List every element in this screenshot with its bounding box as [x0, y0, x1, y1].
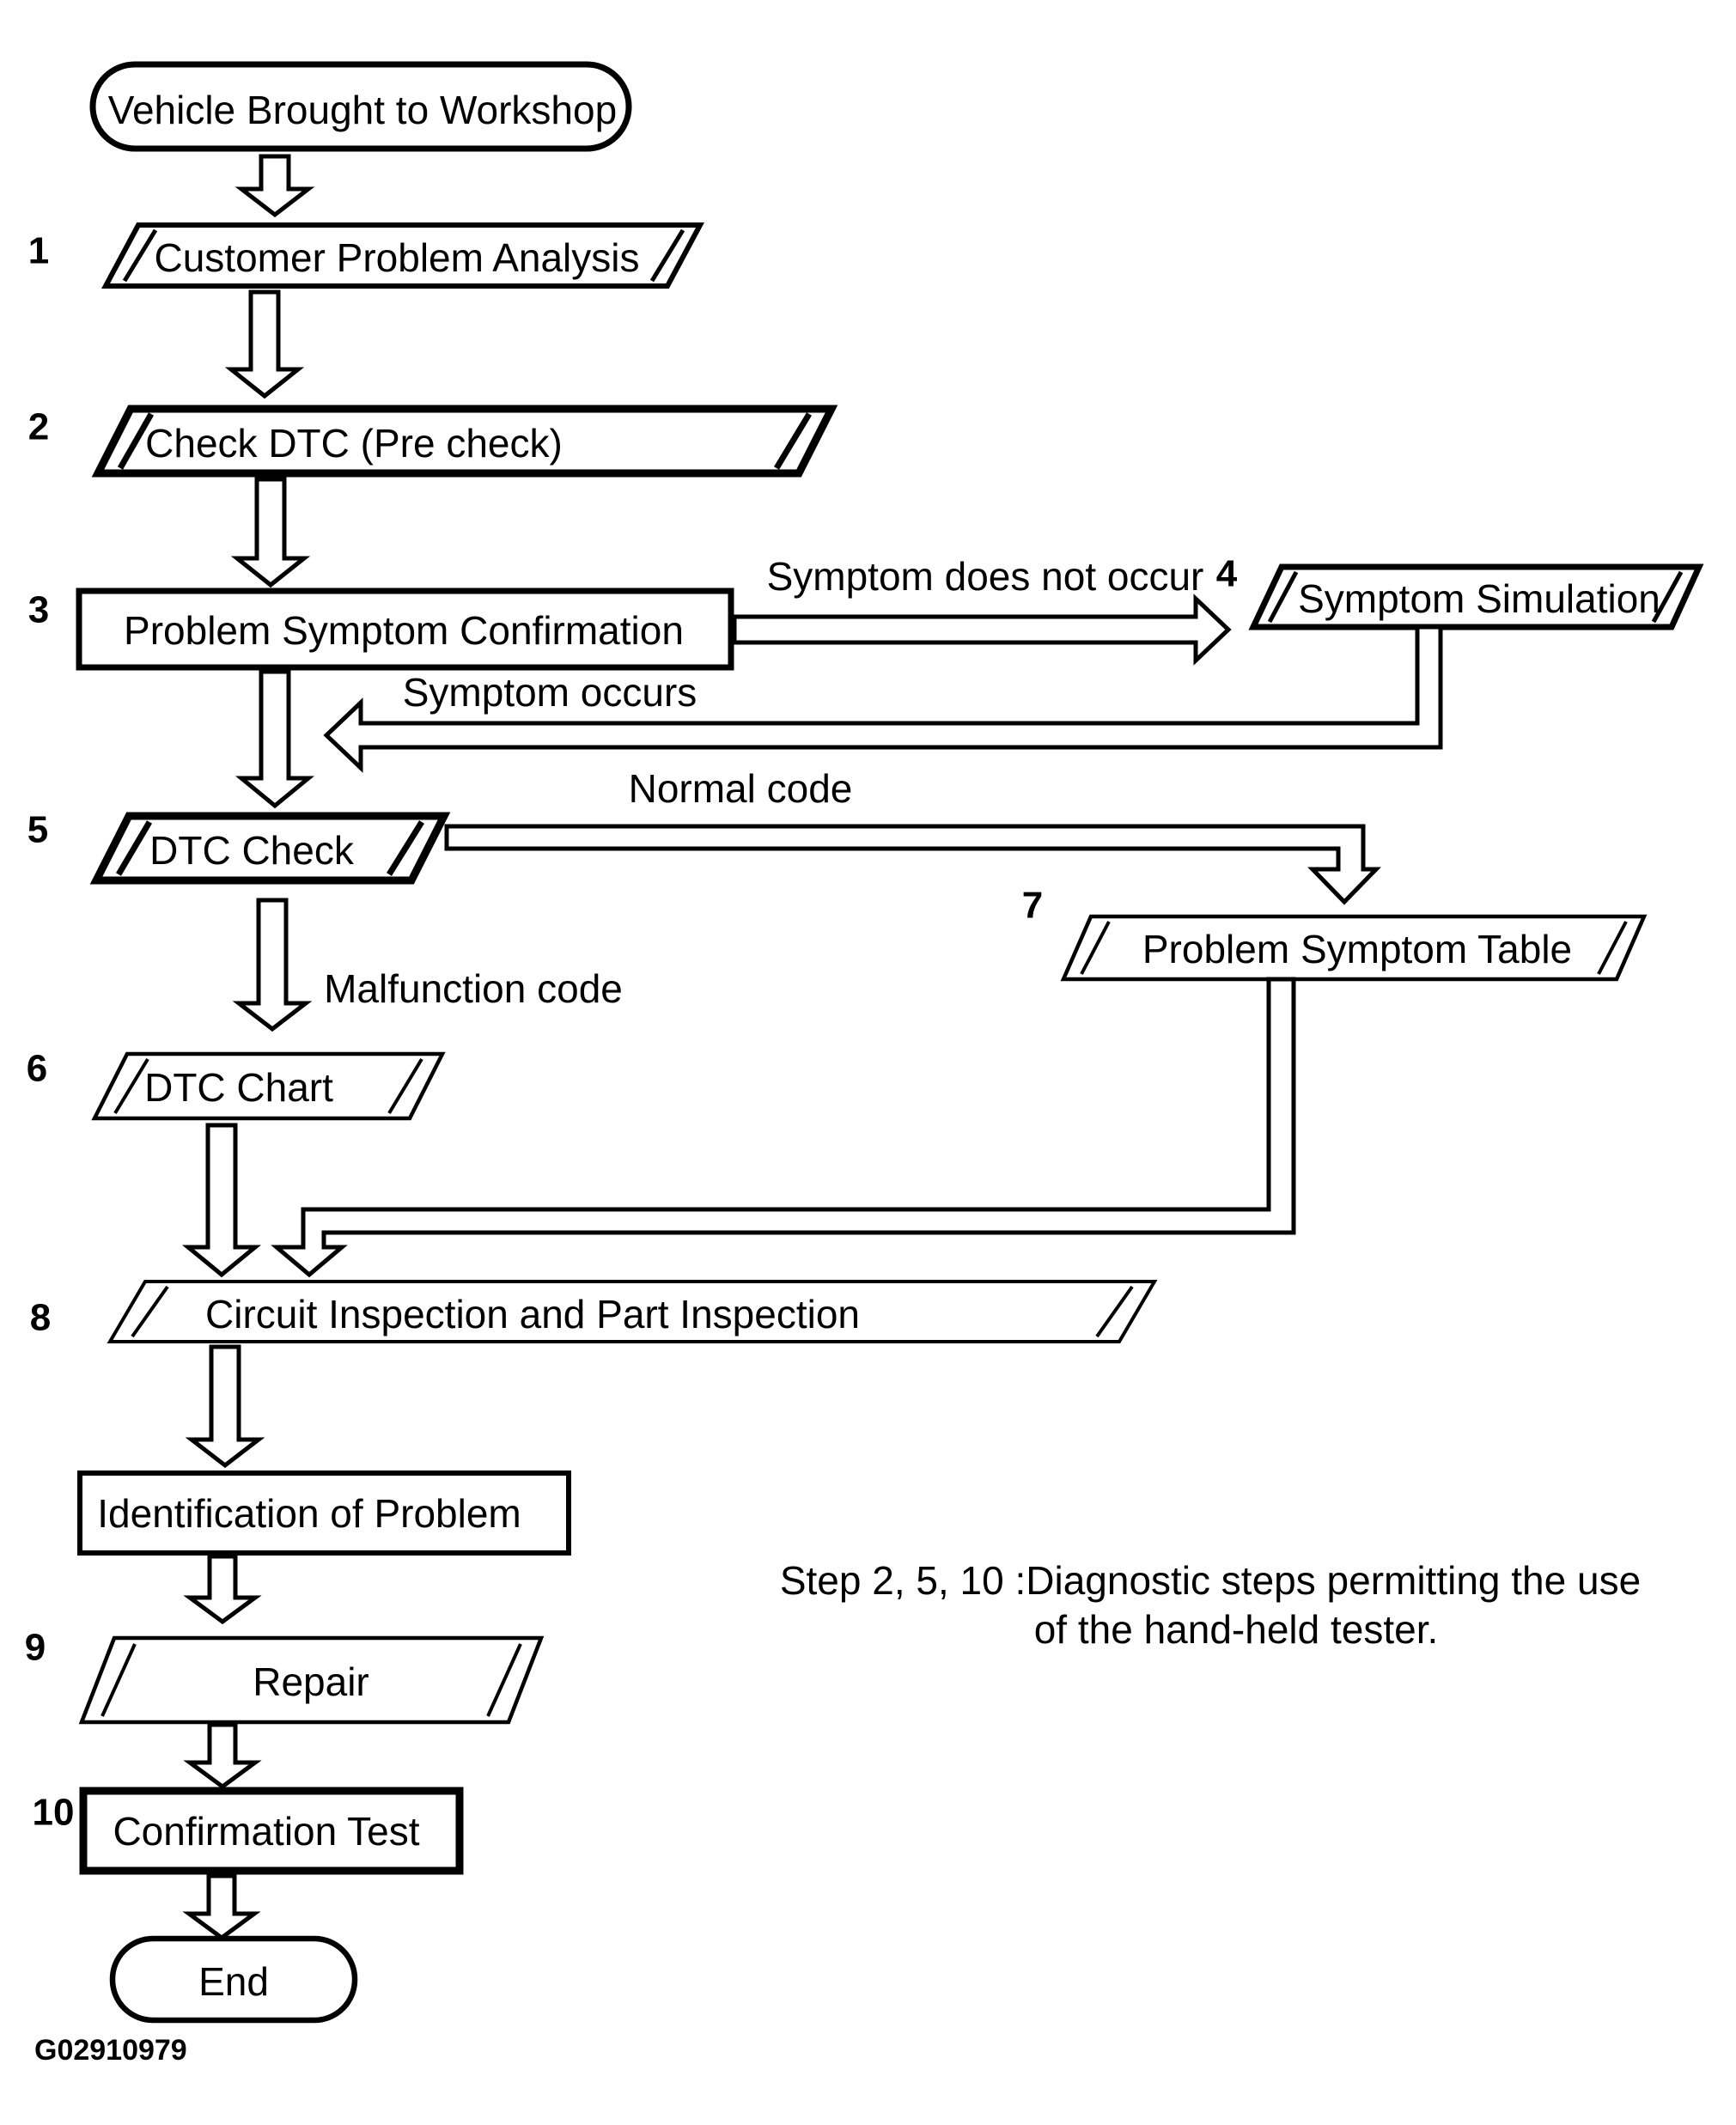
- arrow-step7-to-step8: [271, 977, 1296, 1278]
- step5-label: DTC Check: [149, 828, 355, 873]
- node-step2: 2 Check DTC (Pre check): [28, 405, 838, 478]
- node-step5: 5 DTC Check: [27, 809, 451, 885]
- step7-label: Problem Symptom Table: [1142, 927, 1572, 971]
- step1-parallelogram: [101, 222, 705, 289]
- end-label: End: [198, 1959, 269, 2004]
- step1-label: Customer Problem Analysis: [155, 235, 640, 280]
- node-step10: 10 Confirmation Test: [33, 1787, 464, 1875]
- node-step9: 9 Repair: [25, 1627, 545, 1725]
- step5-number: 5: [27, 809, 48, 851]
- arrow-step2-to-step3: [230, 477, 311, 588]
- edge-label-symptom-occurs: Symptom occurs: [403, 670, 697, 715]
- step5-parallelogram: [89, 812, 451, 885]
- arrow-step9-to-step10: [183, 1722, 262, 1790]
- arrow-step10-to-end: [182, 1873, 261, 1941]
- edge-label-malfunction-code: Malfunction code: [324, 966, 623, 1011]
- node-step4: 4 Symptom Simulation: [1216, 553, 1704, 630]
- step9-inner-slash-left: [101, 1643, 137, 1717]
- step7-inner-slash-right: [1597, 921, 1628, 975]
- step9-label: Repair: [253, 1659, 369, 1704]
- step6-parallelogram: [91, 1051, 446, 1121]
- node-step8: 8 Circuit Inspection and Part Inspection: [30, 1280, 1158, 1343]
- step8-parallelogram: [107, 1280, 1158, 1343]
- step4-number: 4: [1216, 553, 1238, 595]
- step7-inner-slash-left: [1080, 921, 1111, 975]
- step8-inner-slash-left: [131, 1285, 169, 1338]
- step10-rectangle: [79, 1787, 464, 1875]
- step5-inner-slash-right: [387, 820, 424, 876]
- node-identification: Identification of Problem: [77, 1470, 571, 1556]
- step7-number: 7: [1022, 885, 1043, 927]
- step1-inner-slash-left: [122, 228, 158, 283]
- arrow-step5-to-step6: [232, 898, 313, 1032]
- arrow-identification-to-step9: [183, 1554, 262, 1625]
- step3-number: 3: [28, 589, 49, 631]
- note-line2: of the hand-held tester.: [1034, 1607, 1439, 1652]
- node-start: Vehicle Brought to Workshop: [89, 61, 632, 152]
- arrow-step6-to-step8: [182, 1123, 261, 1278]
- arrow-step1-to-step2: [224, 289, 305, 399]
- edge-label-normal-code: Normal code: [629, 766, 853, 811]
- node-step6: 6 DTC Chart: [27, 1048, 446, 1121]
- start-label: Vehicle Brought to Workshop: [108, 88, 617, 132]
- edge-label-symptom-does-not-occur: Symptom does not occur: [767, 554, 1204, 599]
- step8-number: 8: [30, 1297, 51, 1339]
- step6-label: DTC Chart: [144, 1065, 333, 1110]
- node-step7: 7 Problem Symptom Table: [1022, 885, 1648, 982]
- step6-inner-slash-right: [387, 1057, 423, 1115]
- node-step1: 1 Customer Problem Analysis: [28, 222, 705, 289]
- step2-inner-slash-right: [774, 412, 812, 470]
- arrow-step8-to-identification: [185, 1344, 265, 1469]
- identification-rectangle: [77, 1470, 571, 1556]
- step2-parallelogram: [91, 405, 838, 478]
- arrow-step5-to-step7-normal-code: [444, 824, 1381, 905]
- node-end: End: [109, 1935, 358, 2024]
- arrow-step3-to-step5: [235, 669, 314, 809]
- step5-inner-slash-left: [115, 820, 153, 876]
- identification-label: Identification of Problem: [97, 1491, 521, 1536]
- node-step3: 3 Problem Symptom Confirmation: [28, 588, 734, 671]
- step4-inner-slash-left: [1267, 570, 1299, 624]
- step4-inner-slash-right: [1651, 570, 1684, 624]
- arrow-step3-to-step4: [732, 594, 1232, 666]
- step3-rectangle: [76, 588, 734, 671]
- arrow-step4-return-symptom-occurs: [323, 624, 1443, 773]
- step10-number: 10: [33, 1792, 75, 1834]
- start-oval: [89, 61, 632, 152]
- step2-label: Check DTC (Pre check): [145, 421, 563, 466]
- arrow-start-to-step1: [235, 154, 315, 218]
- step4-label: Symptom Simulation: [1298, 576, 1660, 621]
- step8-label: Circuit Inspection and Part Inspection: [205, 1292, 860, 1336]
- step3-label: Problem Symptom Confirmation: [124, 608, 684, 653]
- step2-inner-slash-left: [117, 412, 155, 470]
- figure-id: G02910979: [34, 2034, 187, 2067]
- step9-number: 9: [25, 1627, 46, 1669]
- step9-inner-slash-right: [486, 1643, 522, 1717]
- step10-label: Confirmation Test: [113, 1809, 419, 1854]
- step6-inner-slash-left: [113, 1057, 149, 1115]
- end-oval: [109, 1935, 358, 2024]
- step9-parallelogram: [78, 1635, 545, 1725]
- step2-number: 2: [28, 406, 49, 448]
- step8-inner-slash-right: [1095, 1285, 1134, 1338]
- step6-number: 6: [27, 1048, 47, 1090]
- step1-number: 1: [28, 230, 49, 272]
- note-line1: Step 2, 5, 10 :Diagnostic steps permitti…: [780, 1558, 1641, 1603]
- step7-parallelogram: [1060, 914, 1648, 982]
- step1-inner-slash-right: [649, 228, 685, 283]
- step4-parallelogram: [1248, 563, 1704, 630]
